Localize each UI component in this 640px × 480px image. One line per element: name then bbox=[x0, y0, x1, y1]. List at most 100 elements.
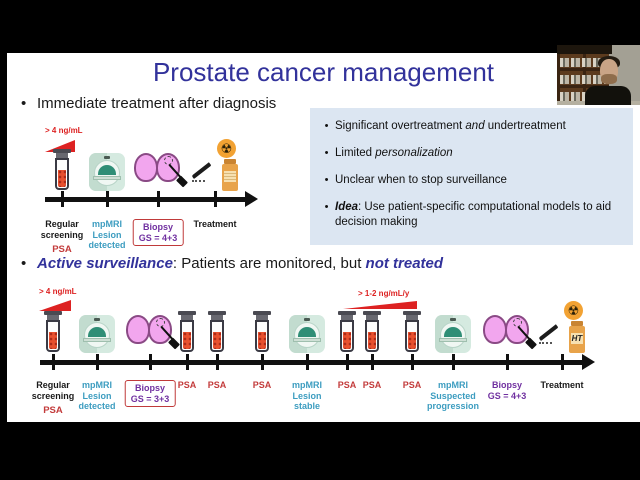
blood-liquid bbox=[408, 332, 416, 349]
mri-light bbox=[450, 318, 456, 321]
blood-liquid bbox=[183, 332, 191, 349]
blood-liquid bbox=[213, 332, 221, 349]
mri-light bbox=[104, 156, 110, 159]
info-box-item-text: Significant overtreatment and undertreat… bbox=[335, 119, 566, 134]
bullet-dot-icon bbox=[318, 173, 335, 188]
text-part: : Patients are monitored, but bbox=[172, 255, 366, 272]
tube-cap bbox=[341, 315, 353, 320]
timeline-arrowhead-icon bbox=[245, 191, 258, 207]
timeline-tick bbox=[370, 354, 374, 370]
bullet-active-text: Active surveillance: Patients are monito… bbox=[37, 255, 443, 272]
prostate-left-lobe bbox=[134, 153, 158, 182]
event-label-text: Biopsy GS = 4+3 bbox=[487, 380, 527, 401]
timeline-event-label: PSA bbox=[363, 380, 382, 391]
timeline-event-label: PSA bbox=[403, 380, 422, 391]
bullet-dot-icon bbox=[21, 95, 37, 112]
radiation-icon: ☢ bbox=[217, 139, 236, 158]
tube-cap-flange bbox=[44, 311, 62, 315]
timeline-tick bbox=[215, 354, 219, 370]
event-label-text: PSA bbox=[402, 380, 422, 390]
text-part: Limited bbox=[335, 146, 376, 159]
timeline-event-label: Treatment bbox=[193, 219, 236, 230]
timeline-event-label: PSA bbox=[208, 380, 227, 391]
tube-cap-flange bbox=[403, 311, 421, 315]
event-label-text: Treatment bbox=[540, 380, 584, 390]
timeline-tick bbox=[60, 191, 64, 207]
text-part: Idea bbox=[335, 200, 359, 213]
bookshelf-board bbox=[557, 68, 609, 71]
psa-rise-triangle-icon bbox=[343, 301, 417, 309]
timeline-tick bbox=[305, 354, 309, 370]
tube-cap-flange bbox=[208, 311, 226, 315]
timeline-tick bbox=[451, 354, 455, 370]
tube-cap-flange bbox=[53, 149, 71, 153]
tube-body bbox=[55, 158, 69, 190]
bullet-active-surveillance: Active surveillance: Patients are monito… bbox=[21, 255, 443, 272]
timeline-tick bbox=[185, 354, 189, 370]
books bbox=[560, 92, 606, 101]
tube-cap bbox=[366, 315, 378, 320]
info-box-item-text: Idea: Use patient-specific computational… bbox=[335, 200, 627, 230]
info-box-item: Unclear when to stop surveillance bbox=[318, 173, 627, 188]
blood-sample-tube-icon bbox=[43, 311, 63, 353]
psa-rise-annotation: > 4 ng/mL bbox=[45, 126, 83, 135]
bullet-dot-icon bbox=[318, 200, 335, 230]
event-label-text: mpMRI Lesion detected bbox=[88, 219, 126, 251]
prostate-biopsy-icon bbox=[125, 313, 181, 353]
prostate-left-lobe bbox=[126, 315, 150, 344]
tube-body bbox=[405, 320, 419, 352]
timeline-arrowhead-icon bbox=[582, 354, 595, 370]
tube-cap bbox=[406, 315, 418, 320]
text-part: undertreatment bbox=[484, 120, 566, 132]
webcam-person-torso bbox=[585, 86, 631, 105]
biopsy-gun bbox=[524, 337, 538, 350]
text-part: and bbox=[465, 120, 485, 132]
books bbox=[560, 75, 606, 84]
webcam-ceiling-shadow bbox=[557, 45, 612, 54]
tube-cap bbox=[211, 315, 223, 320]
tube-cap bbox=[47, 315, 59, 320]
blood-sample-tube-icon bbox=[402, 311, 422, 353]
mri-bed bbox=[93, 176, 121, 180]
timeline-tick bbox=[505, 354, 509, 370]
bottle-cap bbox=[571, 321, 583, 326]
mri-scanner-icon bbox=[89, 153, 125, 191]
incision-dashes bbox=[192, 180, 205, 182]
bottle-label bbox=[224, 171, 236, 182]
bullet-dot-icon bbox=[318, 146, 335, 161]
mri-bed bbox=[83, 338, 111, 342]
blood-liquid bbox=[49, 332, 57, 349]
timeline-arrow bbox=[40, 360, 582, 365]
text-part: : Use patient-specific computational mod… bbox=[335, 200, 612, 228]
event-label-text: PSA bbox=[177, 380, 197, 390]
tube-body bbox=[365, 320, 379, 352]
blood-sample-tube-icon bbox=[52, 149, 72, 191]
info-box-item-text: Unclear when to stop surveillance bbox=[335, 173, 507, 188]
prostate-biopsy-icon bbox=[133, 151, 189, 191]
tube-body bbox=[180, 320, 194, 352]
text-part: Unclear when to stop surveillance bbox=[335, 173, 507, 186]
event-label-text: Regular screening bbox=[40, 219, 84, 240]
timeline-tick bbox=[95, 354, 99, 370]
bullet-immediate-text: Immediate treatment after diagnosis bbox=[37, 95, 277, 112]
lesion-target-circle bbox=[164, 156, 173, 165]
webcam-overlay[interactable] bbox=[557, 45, 640, 105]
pill-bottle-icon: HT bbox=[569, 321, 585, 353]
info-box: Significant overtreatment and undertreat… bbox=[310, 108, 633, 245]
timeline-arrow bbox=[45, 197, 245, 202]
mri-scanner-icon bbox=[435, 315, 471, 353]
slide-title: Prostate cancer management bbox=[152, 57, 495, 87]
bottle-label: HT bbox=[571, 333, 583, 344]
event-label-text: mpMRI Lesion detected bbox=[78, 380, 116, 412]
timeline-event-label: Biopsy GS = 4+3 bbox=[132, 219, 184, 247]
text-part: Active surveillance bbox=[37, 255, 173, 272]
books bbox=[560, 58, 606, 67]
psa-sub-label: PSA bbox=[52, 244, 72, 256]
event-label-text: Treatment bbox=[193, 219, 237, 229]
event-label-text: Biopsy GS = 3+3 bbox=[124, 380, 176, 408]
blood-liquid bbox=[58, 170, 66, 187]
text-part: Significant overtreatment bbox=[335, 120, 466, 132]
